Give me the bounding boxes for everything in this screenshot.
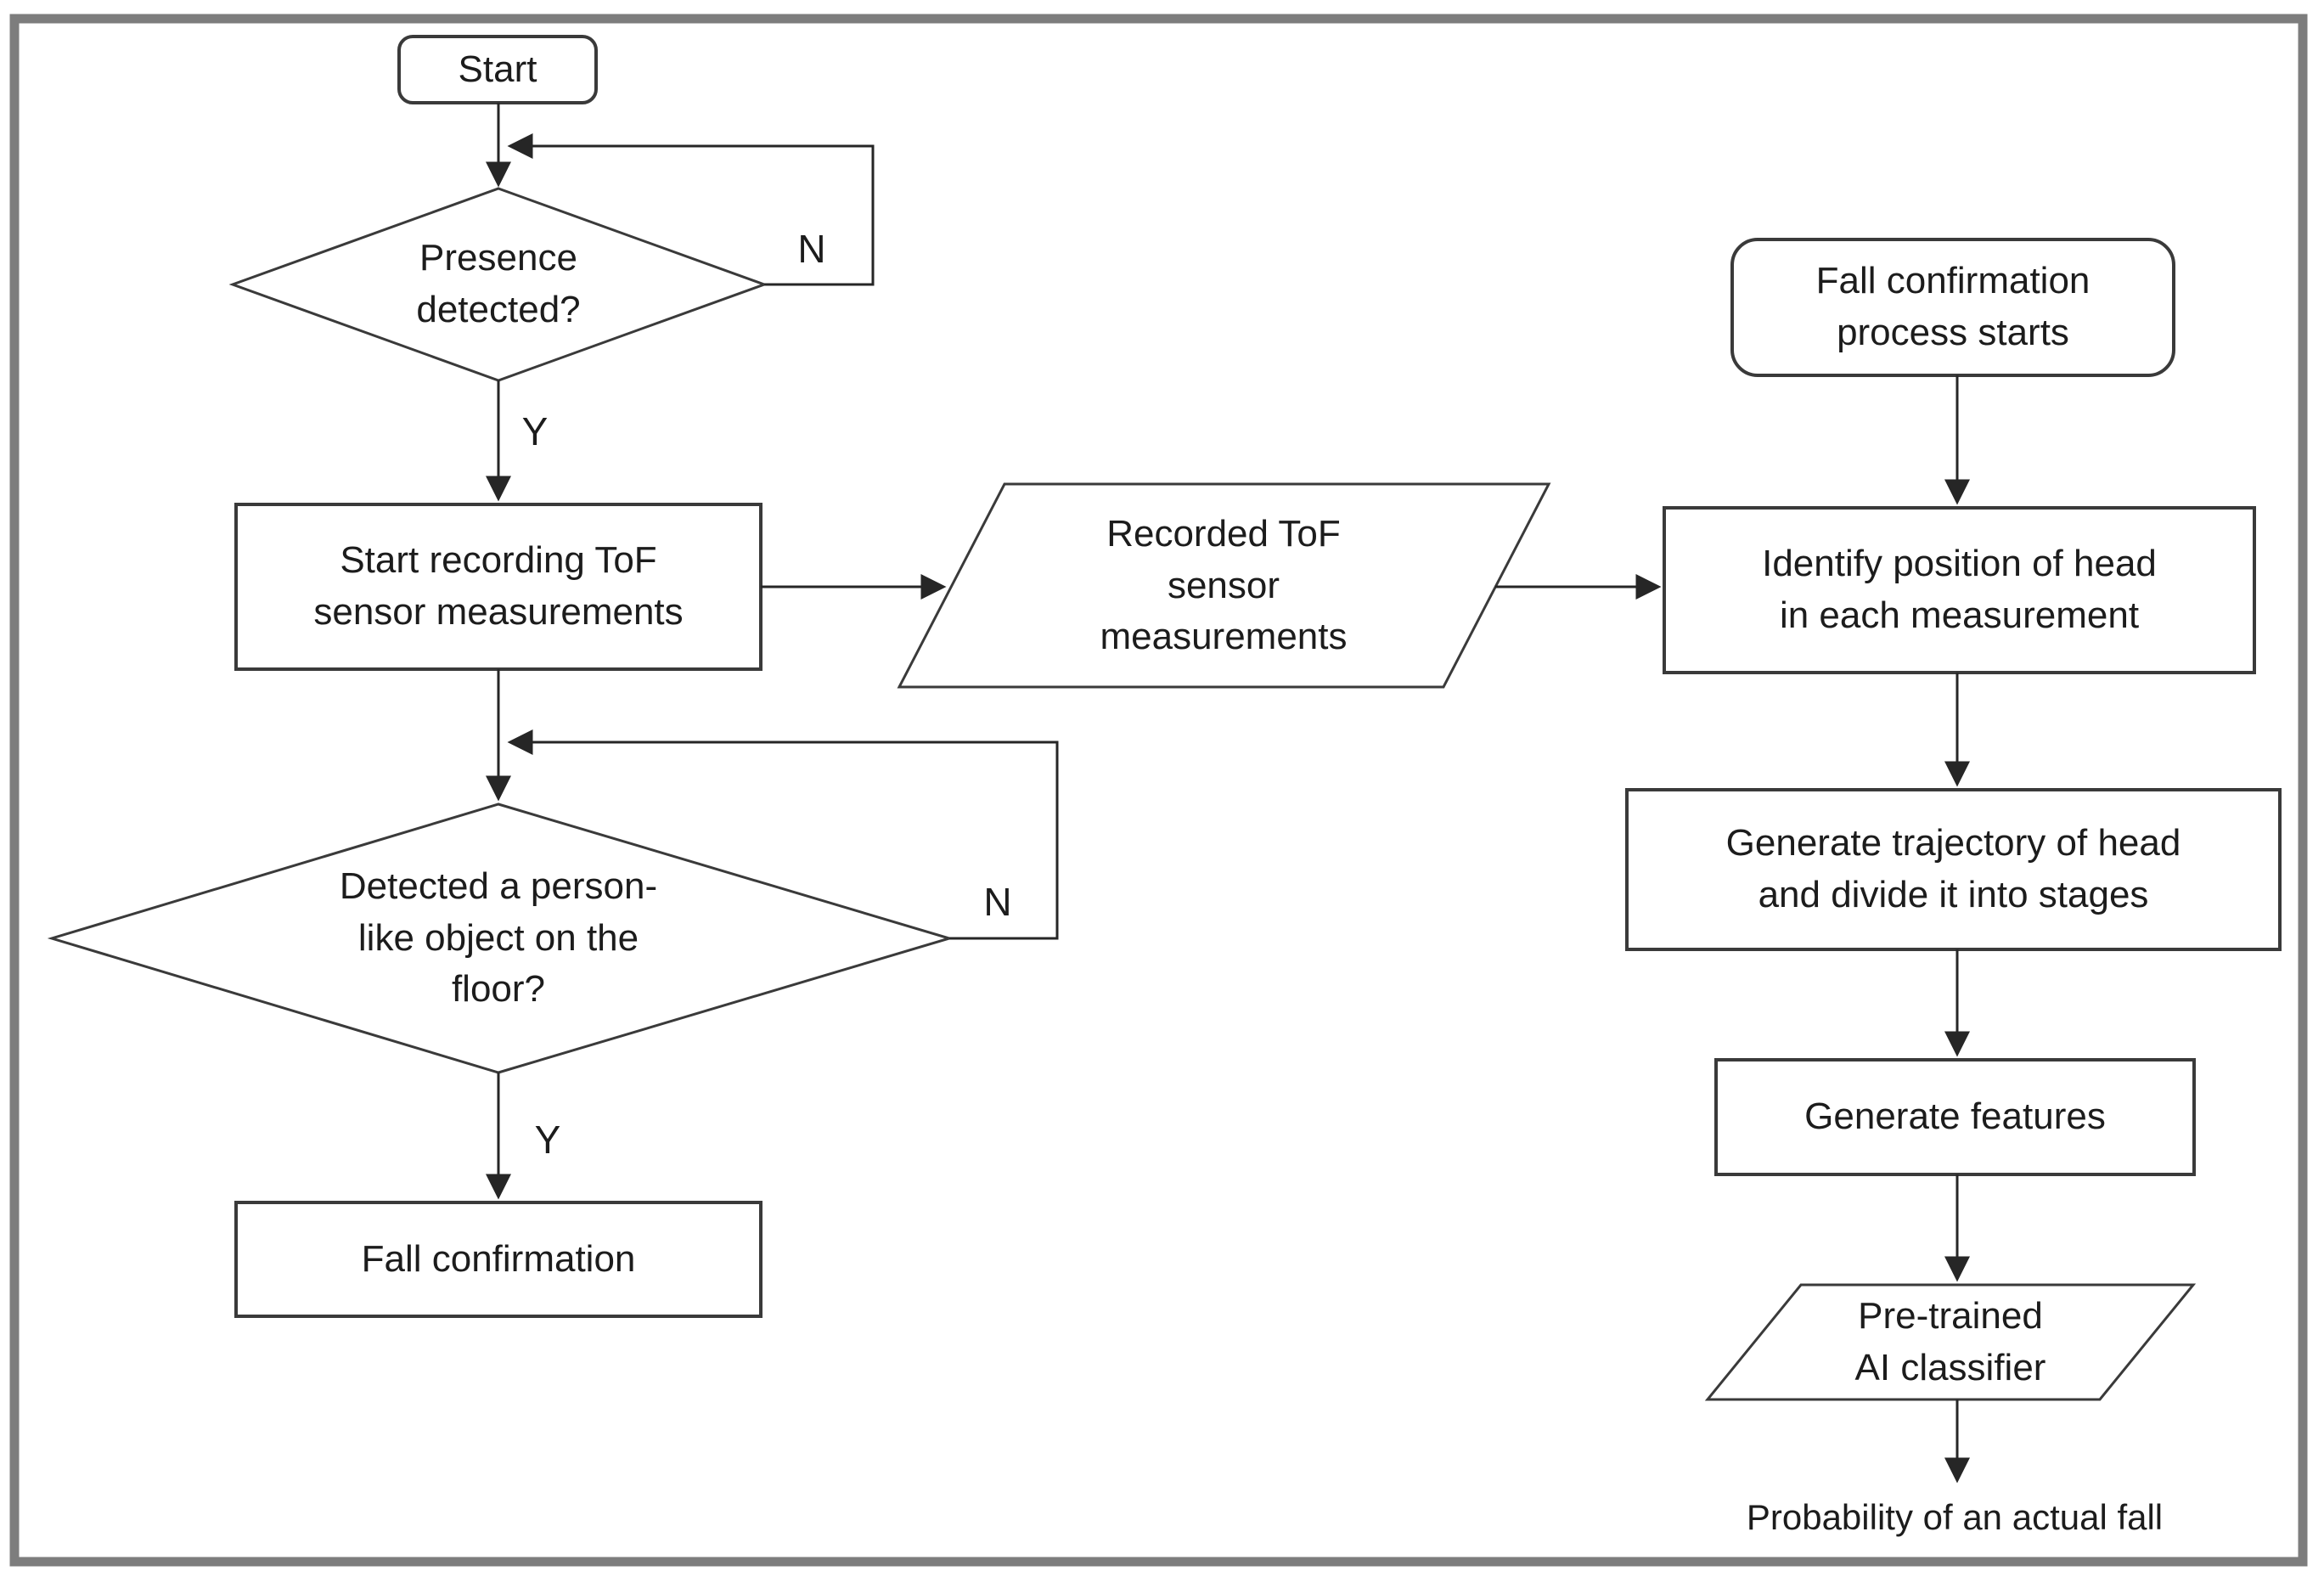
fall-confirmation-process-box — [234, 1201, 762, 1318]
recorded-tof-data-parallelogram — [897, 482, 1551, 689]
presence-decision-diamond — [228, 187, 768, 382]
fall-process-starts-terminator-shape — [1730, 238, 2175, 377]
presence-no-label: N — [797, 227, 826, 271]
person-yes-label: Y — [534, 1118, 561, 1162]
presence-yes-label: Y — [521, 409, 549, 453]
edge-person-no-loop — [507, 729, 1059, 940]
start-recording-process-box — [234, 503, 762, 671]
generate-trajectory-process-box — [1625, 788, 2282, 951]
pretrained-classifier-parallelogram — [1704, 1283, 2197, 1401]
identify-position-process-box — [1663, 506, 2256, 674]
start-terminator-shape — [397, 35, 598, 104]
detected-person-decision-diamond — [47, 802, 954, 1074]
outer-frame — [9, 14, 2308, 1567]
generate-features-process-box — [1714, 1058, 2196, 1176]
person-no-label: N — [983, 880, 1012, 924]
edge-presence-no-loop — [507, 133, 875, 286]
